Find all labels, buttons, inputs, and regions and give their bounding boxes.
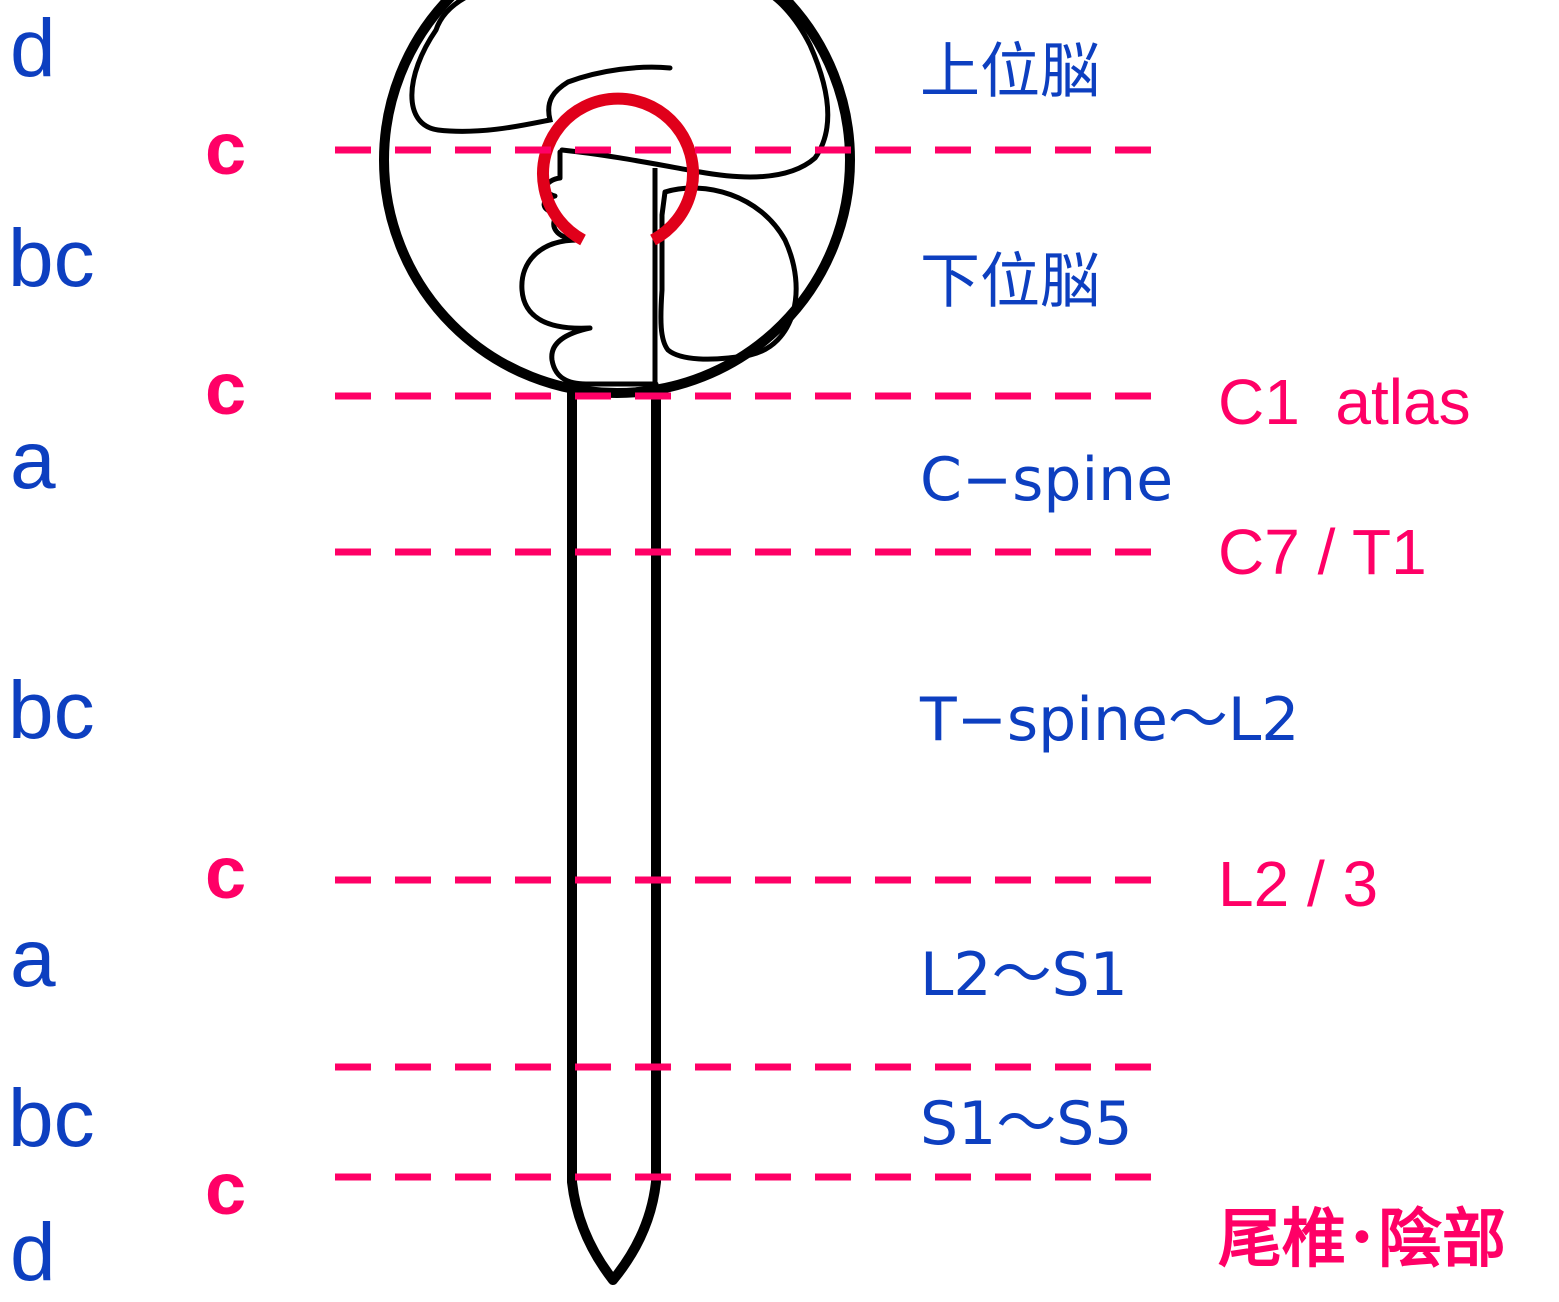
boundary-label-l2-3: L2 / 3 [1218, 852, 1378, 916]
region-label-upper-brain: 上位脳 [920, 42, 1100, 102]
region-label-lower-brain: 下位脳 [920, 252, 1100, 312]
level-label-d-bottom: d [10, 1212, 56, 1294]
level-label-c-4: c [205, 1152, 246, 1226]
level-label-c-1: c [205, 112, 246, 186]
region-label-c-spine: C−spine [920, 450, 1173, 510]
level-label-bc-1: bc [8, 218, 95, 300]
boundary-label-c7-t1: C7 / T1 [1218, 520, 1427, 584]
boundary-label-c1-atlas: C1 atlas [1218, 370, 1471, 434]
region-label-l2-s1: L2〜S1 [920, 945, 1128, 1005]
spinal-cord [572, 392, 656, 1280]
level-label-bc-3: bc [8, 1078, 95, 1160]
level-label-c-2: c [205, 352, 246, 426]
level-label-a-2: a [10, 918, 56, 1000]
level-label-c-3: c [205, 836, 246, 910]
region-label-t-spine: T−spine〜L2 [920, 690, 1299, 750]
boundary-label-coccyx-genital: 尾椎･陰部 [1218, 1208, 1506, 1272]
level-label-a-1: a [10, 420, 56, 502]
level-label-bc-2: bc [8, 670, 95, 752]
level-label-d-top: d [10, 8, 56, 90]
region-label-s1-s5: S1〜S5 [920, 1094, 1133, 1154]
